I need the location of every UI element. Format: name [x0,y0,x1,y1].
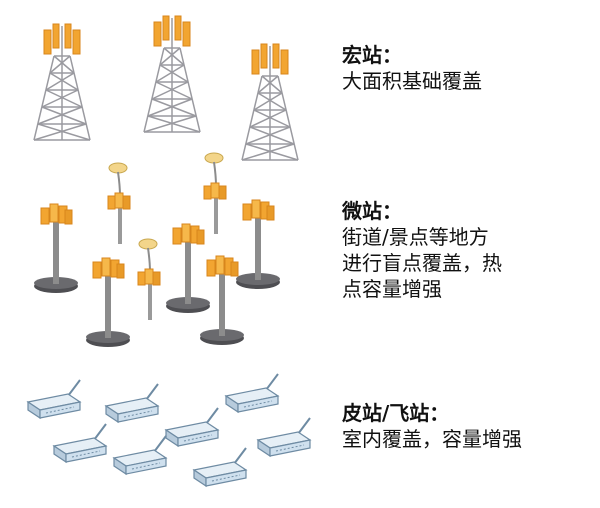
macro-station-desc: 大面积基础覆盖 [342,69,482,93]
macro-station-title: 宏站： [342,43,402,67]
micro-station-desc-line-2: 进行盲点覆盖，热 [342,251,502,275]
micro-station-desc-line-3: 点容量增强 [342,277,442,301]
micro-station-title: 微站： [342,199,402,223]
pico-station-title: 皮站/飞站： [342,401,450,425]
pico-station-desc: 室内覆盖，容量增强 [342,427,522,451]
micro-station-icon [33,152,281,348]
macro-station-label: 宏站： 大面积基础覆盖 [342,42,482,94]
macro-tower-icon [33,15,299,161]
micro-station-label: 微站： 街道/景点等地方 进行盲点覆盖，热 点容量增强 [342,198,502,302]
pico-device-icon [27,373,311,487]
pico-station-label: 皮站/飞站： 室内覆盖，容量增强 [342,400,522,452]
micro-station-desc-line-1: 街道/景点等地方 [342,225,489,249]
